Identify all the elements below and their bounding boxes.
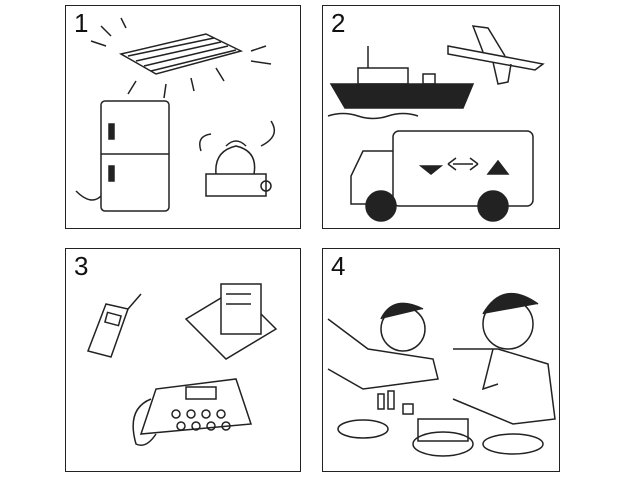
ceiling-light-icon (90, 17, 272, 99)
envelope-letter-icon (184, 283, 278, 360)
table-food-icon (337, 390, 544, 457)
appliances-illustration (75, 17, 276, 212)
man-left-icon (327, 302, 439, 390)
panel-4: 4 (322, 248, 560, 472)
panel-number: 3 (74, 251, 89, 281)
airplane-icon (447, 25, 545, 85)
panel-3: 3 (65, 248, 301, 472)
truck-icon (350, 130, 534, 222)
panel-number: 2 (331, 8, 346, 38)
desk-telephone-icon (132, 378, 253, 446)
ship-icon (327, 46, 475, 120)
kettle-on-stove-icon (199, 120, 276, 197)
panel-2: 2 (322, 5, 560, 229)
panel-number: 4 (331, 251, 346, 281)
panel-number: 1 (74, 8, 89, 38)
transport-illustration (327, 25, 545, 222)
communication-illustration (86, 283, 278, 446)
dining-illustration (327, 292, 556, 457)
mobile-phone-icon (86, 293, 142, 358)
panel-1: 1 (65, 5, 301, 229)
refrigerator-icon (75, 100, 170, 212)
man-right-icon (452, 292, 556, 425)
